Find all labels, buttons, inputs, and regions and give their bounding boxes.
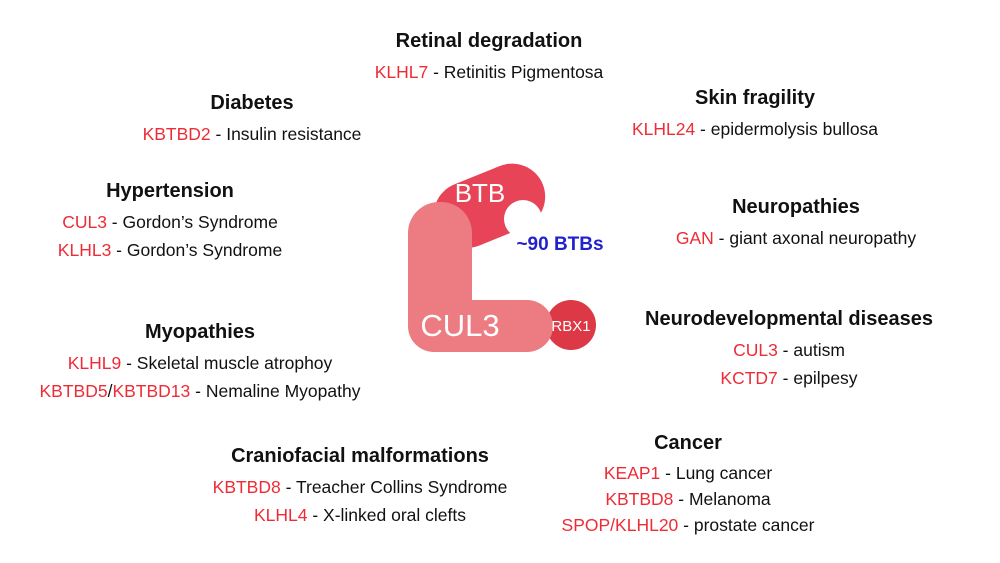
disease-line: KLHL24 - epidermolysis bullosa [600,115,910,143]
gene-name: KBTBD8 [605,489,674,509]
gene-name: KLHL9 [67,353,122,373]
group-title: Myopathies [144,321,256,343]
gene-name: KLHL4 [253,505,308,525]
group-neurodevelopmental-diseases: Neurodevelopmental diseases CUL3 - autis… [629,308,949,392]
disease-text: - prostate cancer [678,515,815,535]
disease-line: GAN - giant axonal neuropathy [646,224,946,252]
group-hypertension: Hypertension CUL3 - Gordon’s Syndrome KL… [20,180,320,264]
group-lines: KBTBD8 - Treacher Collins Syndrome KLHL4… [200,473,520,529]
btb-label: BTB [455,178,506,208]
slash-separator: / [107,381,113,401]
group-diabetes: Diabetes KBTBD2 - Insulin resistance [102,92,402,148]
group-title: Neuropathies [732,196,860,218]
disease-text: - Lung cancer [660,463,773,483]
group-title: Retinal degradation [395,30,583,52]
rbx1-label: RBX1 [551,318,590,335]
gene-name: KLHL24 [631,119,696,139]
disease-line: KBTBD5/KBTBD13 - Nemaline Myopathy [28,377,372,405]
disease-text: - Gordon’s Syndrome [106,212,278,232]
disease-text: - giant axonal neuropathy [713,228,917,248]
disease-text: - Insulin resistance [210,124,362,144]
disease-line: CUL3 - autism [629,336,949,364]
disease-text: - Treacher Collins Syndrome [280,477,508,497]
group-skin-fragility: Skin fragility KLHL24 - epidermolysis bu… [600,87,910,143]
gene-name: KLHL7 [374,62,429,82]
disease-line: KLHL7 - Retinitis Pigmentosa [314,58,664,86]
group-lines: CUL3 - autism KCTD7 - epilpesy [629,336,949,392]
disease-line: KBTBD2 - Insulin resistance [102,120,402,148]
btbs-count-note: ~90 BTBs [516,234,603,255]
gene-name: KLHL3 [57,240,112,260]
group-title: Craniofacial malformations [231,445,489,467]
disease-text: - autism [777,340,845,360]
group-craniofacial-malformations: Craniofacial malformations KBTBD8 - Trea… [200,445,520,529]
disease-text: - Skeletal muscle atrophoy [121,353,333,373]
group-lines: KLHL24 - epidermolysis bullosa [600,115,910,143]
disease-line: KCTD7 - epilpesy [629,364,949,392]
disease-text: - Nemaline Myopathy [190,381,361,401]
cul3-complex-diagram: BTB CUL3 RBX1 ~90 BTBs [390,155,620,375]
disease-line: KLHL4 - X-linked oral clefts [200,501,520,529]
group-title: Hypertension [106,180,234,202]
disease-line: KBTBD8 - Melanoma [538,486,838,512]
group-lines: KLHL7 - Retinitis Pigmentosa [314,58,664,86]
disease-text: - Gordon’s Syndrome [111,240,283,260]
group-myopathies: Myopathies KLHL9 - Skeletal muscle atrop… [28,321,372,405]
disease-text: - epidermolysis bullosa [695,119,879,139]
disease-line: SPOP/KLHL20 - prostate cancer [538,512,838,538]
rbx1-circle [546,300,596,350]
gene-name: KEAP1 [603,463,661,483]
gene-name: GAN [675,228,714,248]
group-title: Cancer [654,432,722,454]
group-neuropathies: Neuropathies GAN - giant axonal neuropat… [646,196,946,252]
gene-name: CUL3 [62,212,107,232]
group-lines: GAN - giant axonal neuropathy [646,224,946,252]
group-lines: KBTBD2 - Insulin resistance [102,120,402,148]
group-lines: KEAP1 - Lung cancer KBTBD8 - Melanoma SP… [538,460,838,538]
group-lines: KLHL9 - Skeletal muscle atrophoy KBTBD5/… [28,349,372,405]
disease-line: KBTBD8 - Treacher Collins Syndrome [200,473,520,501]
group-title: Neurodevelopmental diseases [645,308,933,330]
cul3-complex-svg: BTB CUL3 RBX1 ~90 BTBs [408,163,604,352]
disease-line: KLHL3 - Gordon’s Syndrome [20,236,320,264]
cul3-horizontal-arm [408,300,553,352]
gene-name: KBTBD2 [142,124,211,144]
gene-name: KCTD7 [720,368,778,388]
disease-text: - X-linked oral clefts [307,505,467,525]
gene-name: KBTBD5 [39,381,108,401]
disease-text: - Melanoma [673,489,771,509]
group-lines: CUL3 - Gordon’s Syndrome KLHL3 - Gordon’… [20,208,320,264]
disease-line: KLHL9 - Skeletal muscle atrophoy [28,349,372,377]
group-title: Diabetes [210,92,294,114]
group-title: Skin fragility [694,87,816,109]
disease-line: CUL3 - Gordon’s Syndrome [20,208,320,236]
group-cancer: Cancer KEAP1 - Lung cancer KBTBD8 - Mela… [538,432,838,538]
gene-name: KBTBD8 [212,477,281,497]
cul3-label: CUL3 [420,308,499,343]
disease-line: KEAP1 - Lung cancer [538,460,838,486]
gene-name: KBTBD13 [112,381,191,401]
gene-name: SPOP/KLHL20 [561,515,679,535]
disease-text: - Retinitis Pigmentosa [428,62,604,82]
gene-name: CUL3 [733,340,778,360]
disease-text: - epilpesy [777,368,858,388]
group-retinal-degradation: Retinal degradation KLHL7 - Retinitis Pi… [314,30,664,86]
btb-notch [504,200,542,238]
